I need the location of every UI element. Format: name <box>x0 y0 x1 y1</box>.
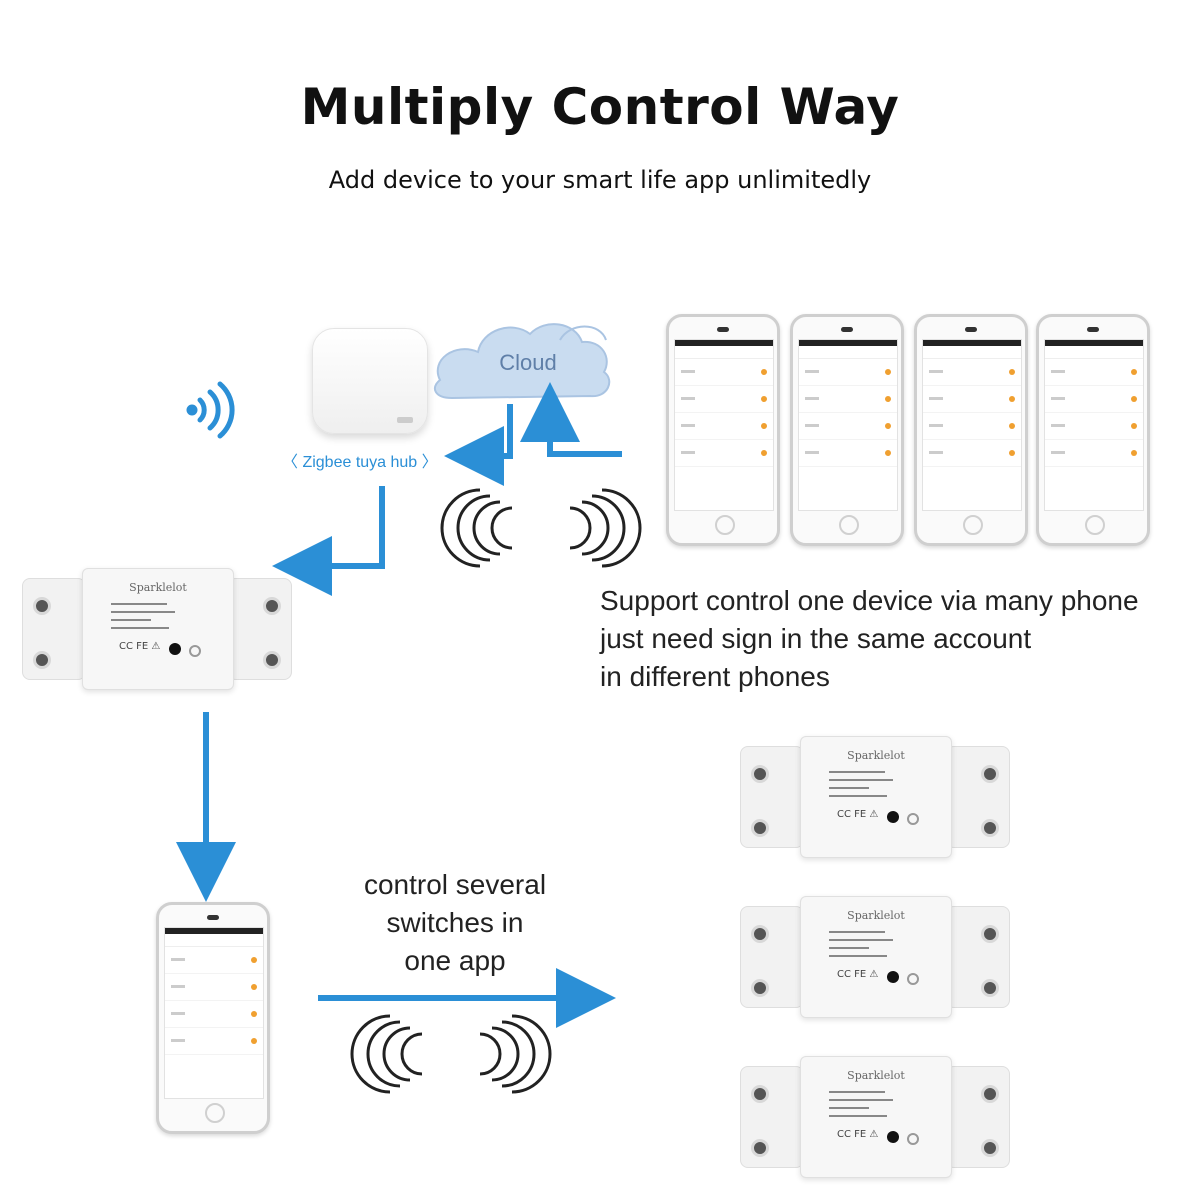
several-switch-note-line-2: switches in <box>386 907 524 938</box>
certification-marks: CC FE ⚠ <box>837 969 879 980</box>
cloud-label: Cloud <box>499 350 557 375</box>
cloud-to-hub-arrow <box>444 404 513 486</box>
smart-switch-3: Sparklelot CC FE ⚠ <box>740 1056 1010 1178</box>
multi-phone-note-line-2: just need sign in the same account <box>600 623 1032 654</box>
multi-phone-note: Support control one device via many phon… <box>600 582 1190 696</box>
phone-2 <box>790 314 904 546</box>
smart-switch-2: Sparklelot CC FE ⚠ <box>740 896 1010 1018</box>
switch-button[interactable] <box>169 643 181 655</box>
phones-to-cloud-arrow <box>520 382 622 457</box>
hub-label: 〈 Zigbee tuya hub 〉 <box>282 454 438 471</box>
hub-to-switch-arrow <box>272 486 385 596</box>
wifi-signal-icon <box>186 381 235 439</box>
switch-brand: Sparklelot <box>847 749 905 762</box>
phone-4 <box>1036 314 1150 546</box>
switch-button[interactable] <box>887 971 899 983</box>
page-title: Multiply Control Way <box>300 78 900 136</box>
switch-button[interactable] <box>887 1131 899 1143</box>
switch-brand: Sparklelot <box>129 581 187 594</box>
phone-1 <box>666 314 780 546</box>
page-subtitle: Add device to your smart life app unlimi… <box>328 166 872 194</box>
phone-3 <box>914 314 1028 546</box>
certification-marks: CC FE ⚠ <box>119 641 161 652</box>
switch-brand: Sparklelot <box>847 909 905 922</box>
signal-waves-bottom-icon <box>350 1014 552 1094</box>
smart-switch-main: Sparklelot CC FE ⚠ <box>22 568 292 690</box>
multi-phone-note-line-3: in different phones <box>600 661 830 692</box>
certification-marks: CC FE ⚠ <box>837 1129 879 1140</box>
phone-app <box>156 902 270 1134</box>
several-switch-note: control several switches in one app <box>340 866 570 980</box>
zigbee-hub <box>312 328 428 434</box>
switch-brand: Sparklelot <box>847 1069 905 1082</box>
switch-button[interactable] <box>887 811 899 823</box>
several-switch-note-line-1: control several <box>363 869 547 900</box>
several-switch-note-line-3: one app <box>404 945 506 976</box>
certification-marks: CC FE ⚠ <box>837 809 879 820</box>
signal-waves-top-icon <box>440 488 642 568</box>
multi-phone-note-line-1: Support control one device via many phon… <box>600 585 1139 616</box>
smart-switch-1: Sparklelot CC FE ⚠ <box>740 736 1010 858</box>
